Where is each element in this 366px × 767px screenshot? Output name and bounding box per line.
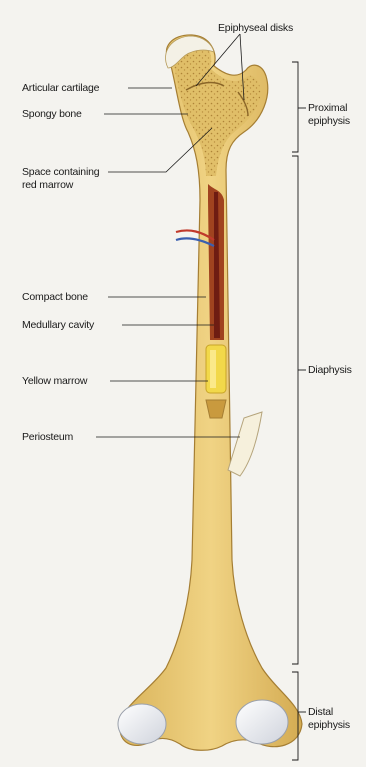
label-compact-bone: Compact bone <box>22 291 88 303</box>
shaft-cut <box>206 400 226 418</box>
bracket-diaphysis <box>292 156 298 664</box>
label-proximal-line2: epiphysis <box>308 115 350 127</box>
distal-cartilage-left <box>118 704 166 744</box>
yellow-marrow-highlight <box>210 350 216 388</box>
label-periosteum: Periosteum <box>22 431 73 443</box>
label-space-red-marrow-line1: Space containing <box>22 166 99 178</box>
label-yellow-marrow: Yellow marrow <box>22 375 87 387</box>
label-distal-line1: Distal <box>308 706 333 718</box>
label-medullary-cavity: Medullary cavity <box>22 319 94 331</box>
distal-cartilage-right <box>236 700 288 744</box>
label-distal-line2: epiphysis <box>308 719 350 731</box>
periosteum-flap <box>228 412 262 476</box>
label-diaphysis: Diaphysis <box>308 364 352 376</box>
label-articular-cartilage: Articular cartilage <box>22 82 99 94</box>
label-epiphyseal-disks: Epiphyseal disks <box>218 22 293 34</box>
label-spongy-bone: Spongy bone <box>22 108 82 120</box>
label-proximal-line1: Proximal <box>308 102 347 114</box>
label-space-red-marrow-line2: red marrow <box>22 179 73 191</box>
bracket-proximal <box>292 62 298 152</box>
